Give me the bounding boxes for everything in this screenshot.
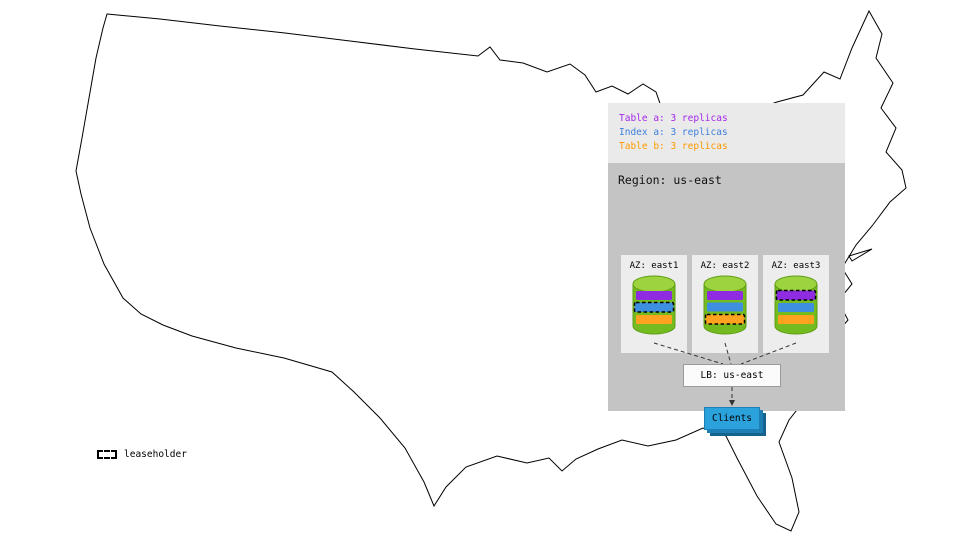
az-east1-label: AZ: east1 bbox=[629, 261, 679, 271]
database-cylinder-east3 bbox=[774, 275, 818, 335]
replica-index-a bbox=[707, 302, 743, 312]
replica-table-a bbox=[636, 291, 672, 300]
az-east3: AZ: east3 bbox=[763, 255, 829, 353]
replica-index-a bbox=[778, 303, 814, 312]
replica-table-b-leaseholder bbox=[704, 313, 746, 325]
leaseholder-key: leaseholder bbox=[97, 449, 187, 460]
region-us-east: Region: us-east AZ: east1 AZ: east2 bbox=[608, 163, 845, 430]
legend-table-a: Table a: 3 replicas bbox=[619, 113, 728, 124]
az-east1: AZ: east1 bbox=[621, 255, 687, 353]
legend-index-a: Index a: 3 replicas bbox=[619, 127, 728, 138]
replica-table-b bbox=[778, 315, 814, 324]
az-east3-label: AZ: east3 bbox=[771, 261, 821, 271]
replica-table-a bbox=[707, 291, 743, 300]
database-cylinder-east2 bbox=[703, 275, 747, 335]
database-cylinder-east1 bbox=[632, 275, 676, 335]
az-east2: AZ: east2 bbox=[692, 255, 758, 353]
replica-legend: Table a: 3 replicas Index a: 3 replicas … bbox=[608, 103, 845, 154]
replica-table-a-leaseholder bbox=[775, 289, 817, 301]
leaseholder-swatch-icon bbox=[97, 450, 117, 459]
replica-index-a-leaseholder bbox=[633, 301, 675, 313]
replica-table-b bbox=[636, 315, 672, 324]
region-title: Region: us-east bbox=[618, 173, 722, 187]
leaseholder-key-label: leaseholder bbox=[124, 449, 187, 460]
arrowhead-icon bbox=[729, 400, 735, 406]
load-balancer-box: LB: us-east bbox=[683, 364, 781, 387]
load-balancer-label: LB: us-east bbox=[700, 370, 764, 381]
clients-box: Clients bbox=[704, 407, 760, 430]
az-east2-label: AZ: east2 bbox=[700, 261, 750, 271]
deployment-panel: Table a: 3 replicas Index a: 3 replicas … bbox=[608, 103, 845, 430]
legend-table-b: Table b: 3 replicas bbox=[619, 141, 728, 152]
long-island-outline bbox=[848, 248, 873, 262]
clients-label: Clients bbox=[711, 413, 753, 424]
